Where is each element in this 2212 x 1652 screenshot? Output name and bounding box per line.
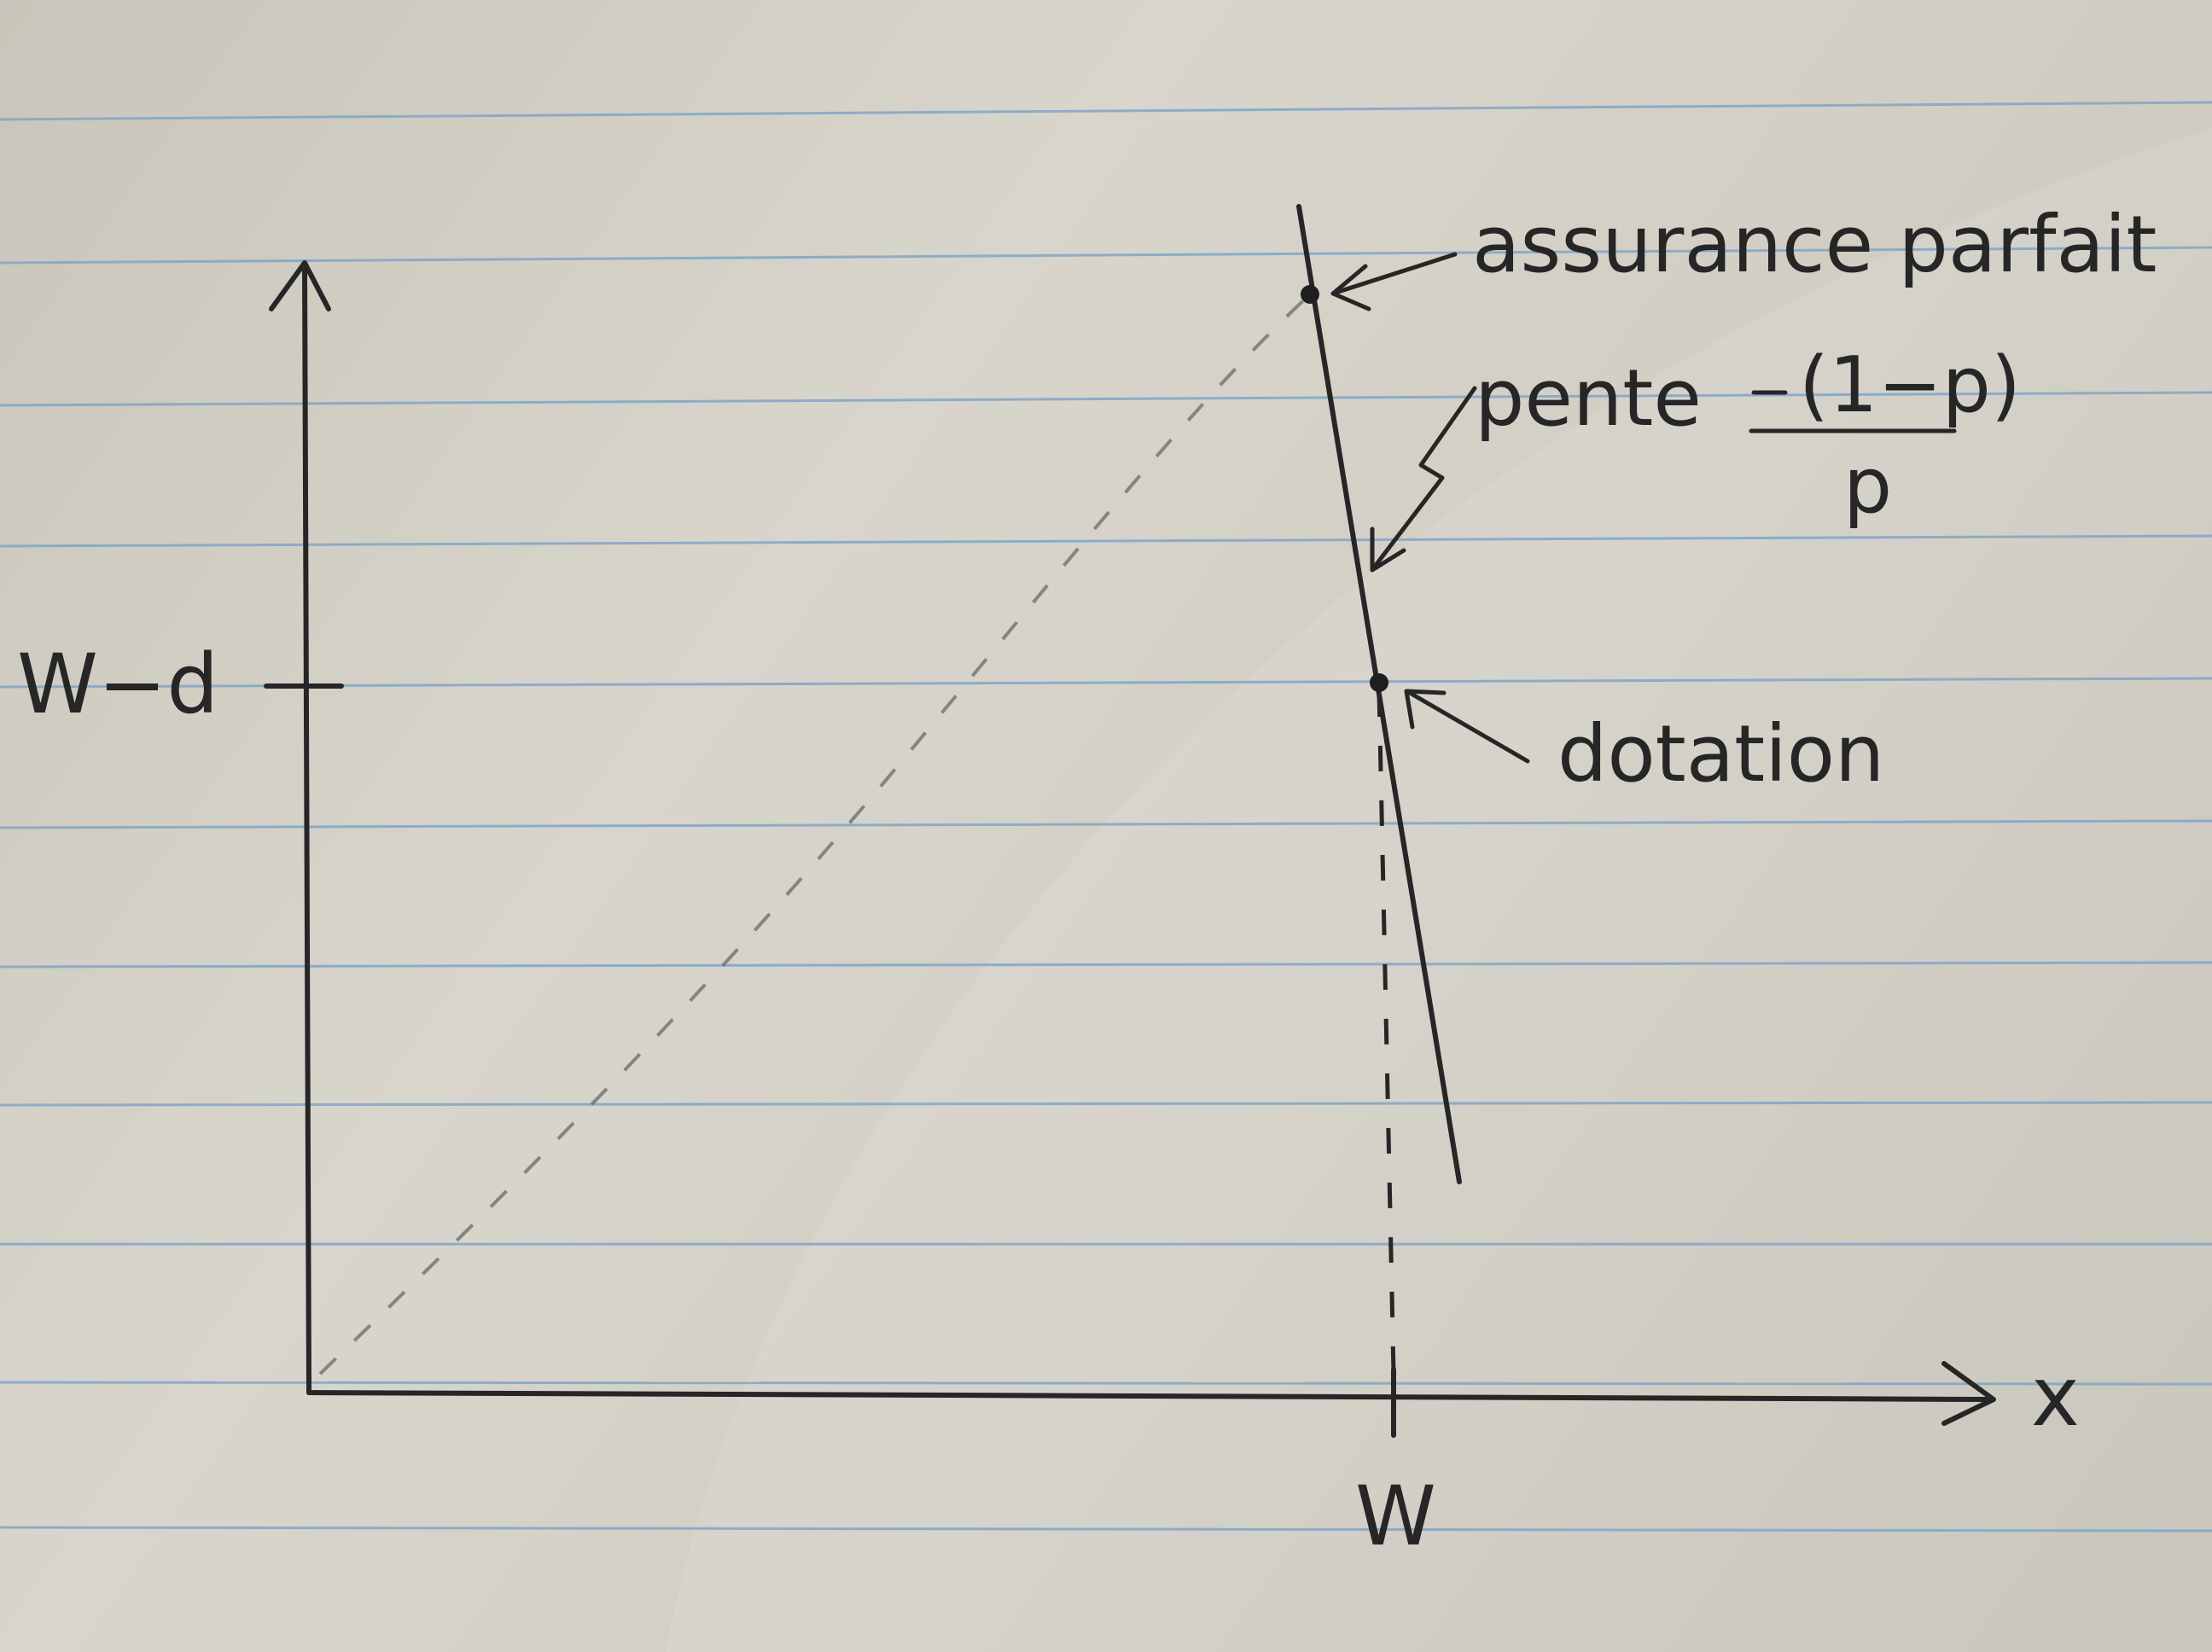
ruled-lines <box>0 101 2212 1533</box>
light-glare <box>666 128 2212 1652</box>
x-axis <box>306 1390 1991 1402</box>
annotation-endowment: dotation <box>1557 708 1884 800</box>
dashed-indifference-curve <box>318 293 1312 1376</box>
arrow-endowment <box>1407 690 1530 764</box>
axes <box>264 260 1996 1438</box>
y-axis-arrowhead <box>269 260 331 311</box>
endowment-point <box>1370 673 1388 692</box>
annotation-slope-word: pente <box>1475 352 1702 444</box>
arrow-endowment-head <box>1404 689 1447 730</box>
dashed-vertical-line <box>1377 690 1396 1375</box>
annotation-perfect-insurance: assurance parfait <box>1472 199 2157 290</box>
arrow-slope-head <box>1370 526 1406 573</box>
x-axis-label: x <box>2031 1349 2080 1445</box>
annotation-arrows <box>1330 252 1957 764</box>
perfect-insurance-point <box>1301 285 1319 304</box>
arrow-perfect-insurance <box>1336 252 1458 294</box>
arrow-perfect-insurance-head <box>1330 264 1371 311</box>
arrow-slope-zigzag <box>1371 386 1477 570</box>
annotation-slope-numerator: (1−p) <box>1799 340 2021 430</box>
y-tick-label: W−d <box>17 637 218 732</box>
y-axis <box>302 264 311 1395</box>
x-axis-arrowhead <box>1941 1361 1996 1426</box>
x-tick-label: W <box>1355 1469 1436 1564</box>
annotation-slope-denominator: p <box>1843 441 1892 531</box>
